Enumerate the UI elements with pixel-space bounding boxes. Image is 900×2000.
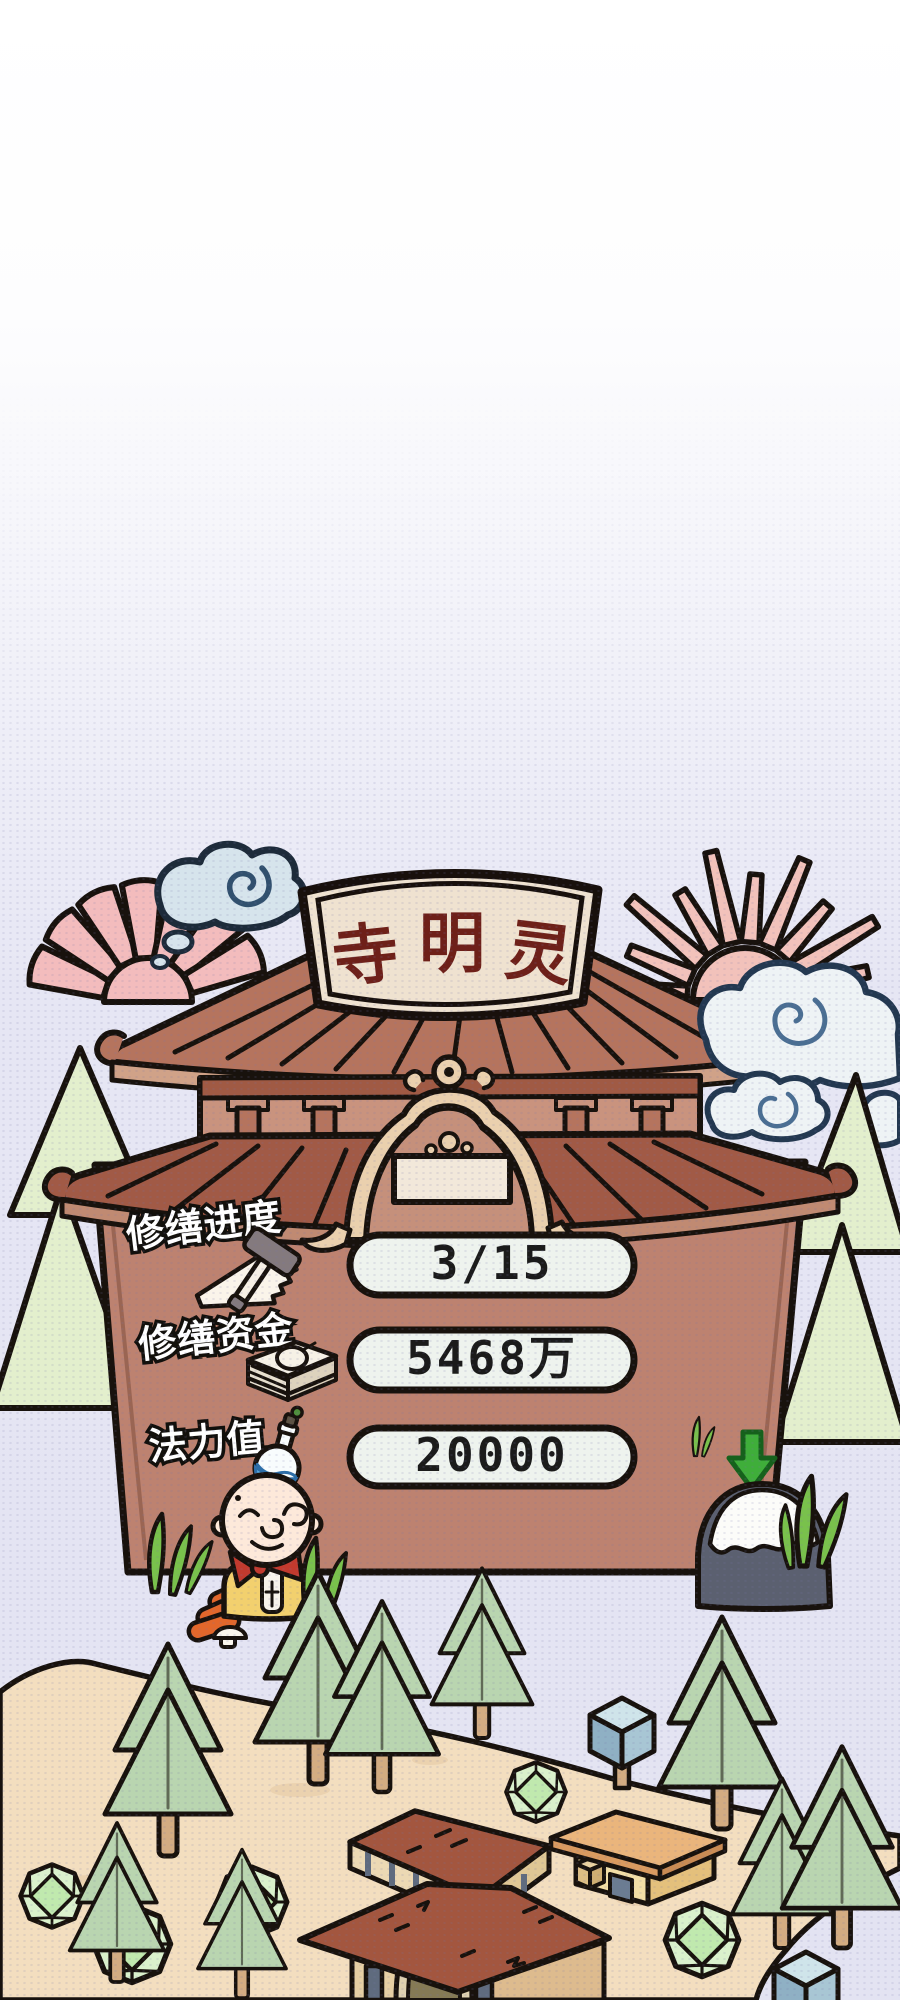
pine-tree — [432, 1568, 533, 1738]
repair-progress-value: 3/15 — [431, 1236, 554, 1290]
gem — [20, 1865, 83, 1928]
scroll-down-arrow-icon[interactable] — [726, 1429, 778, 1492]
hut-door — [608, 1872, 634, 1904]
sign-char-2: 明 — [419, 904, 485, 982]
blank-name-plaque — [391, 1153, 513, 1205]
repair-funds-value-pill — [346, 1326, 638, 1394]
village-hut — [548, 1809, 728, 1907]
gem — [665, 1903, 739, 1977]
hammer-saw-icon — [194, 1226, 302, 1314]
temple-sign: 寺 明 灵 — [297, 869, 603, 1022]
mana-value-pill — [346, 1424, 638, 1490]
gem — [506, 1762, 566, 1822]
spiral-cloud-left — [150, 840, 308, 970]
monk-head — [219, 1472, 315, 1568]
repair-funds-value: 5468万 — [406, 1331, 578, 1385]
sign-char-3: 灵 — [501, 910, 576, 995]
mushroom — [212, 1625, 248, 1640]
mana-value: 20000 — [415, 1428, 568, 1482]
money-stack-icon — [245, 1339, 339, 1402]
repair-progress-value-pill — [346, 1231, 638, 1299]
sign-char-1: 寺 — [329, 913, 403, 997]
monk-character — [186, 1472, 324, 1649]
cube-tree — [774, 1952, 838, 2000]
village-main-hall — [297, 1808, 612, 2000]
